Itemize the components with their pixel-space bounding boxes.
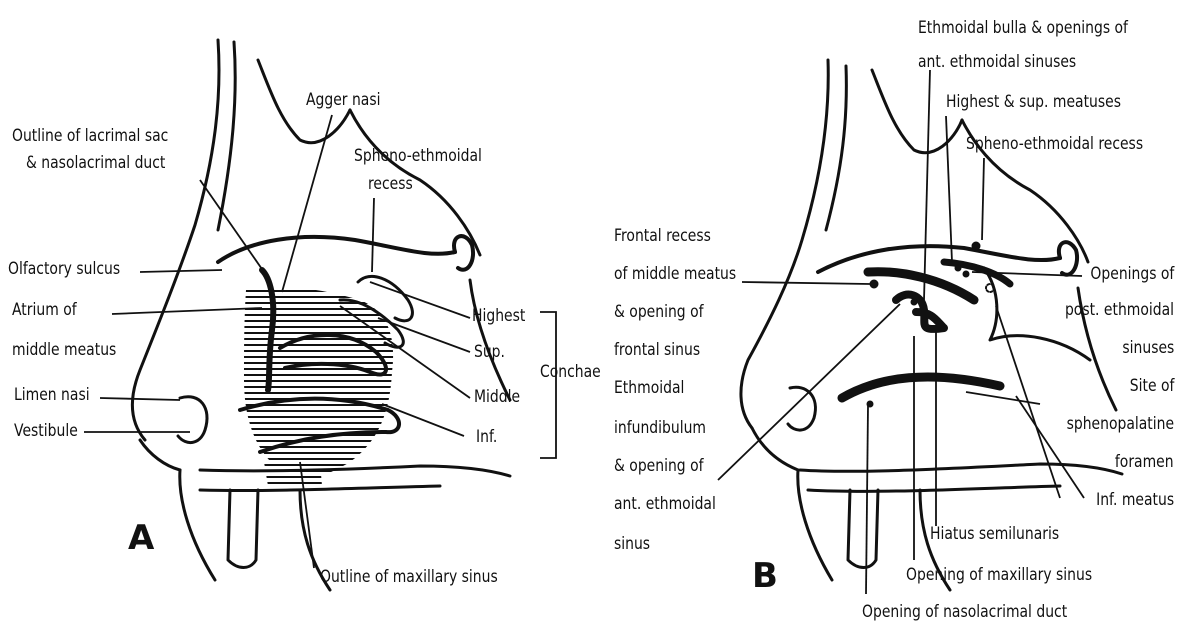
label-hiatus-semilunaris: Hiatus semilunaris	[930, 524, 1059, 545]
label-inf-meatus: Inf. meatus	[1096, 490, 1174, 511]
label-limen-nasi: Limen nasi	[14, 385, 90, 406]
label-olfactory-sulcus: Olfactory sulcus	[8, 259, 120, 280]
label-spheno-ethmoidal-recess: Spheno-ethmoidal recess	[966, 134, 1143, 155]
label-post-ethmoidal-line2: post. ethmoidal	[1065, 300, 1174, 321]
label-sphenopalatine-line1: Site of	[1129, 376, 1174, 397]
label-spheno-ethmoidal-line2: recess	[368, 174, 413, 195]
label-opening-nasolacrimal-duct: Opening of nasolacrimal duct	[862, 602, 1067, 623]
label-opening-maxillary-sinus: Opening of maxillary sinus	[906, 565, 1092, 586]
label-ethmoidal-bulla-line1: Ethmoidal bulla & openings of	[918, 18, 1128, 39]
label-frontal-recess-line2: of middle meatus	[614, 264, 736, 285]
label-post-ethmoidal-line3: sinuses	[1122, 338, 1174, 359]
label-infundibulum-line1: Ethmoidal	[614, 378, 684, 399]
label-sphenopalatine-line3: foramen	[1115, 452, 1174, 473]
label-maxillary-sinus-outline: Outline of maxillary sinus	[320, 567, 498, 588]
label-post-ethmoidal-line1: Openings of	[1090, 264, 1174, 285]
label-infundibulum-line4: ant. ethmoidal	[614, 494, 716, 515]
panel-b-letter: B	[752, 556, 778, 596]
label-lacrimal-line2: & nasolacrimal duct	[26, 153, 165, 174]
label-atrium-line1: Atrium of	[12, 300, 77, 321]
label-conchae: Conchae	[540, 362, 601, 383]
label-frontal-recess-line1: Frontal recess	[614, 226, 711, 247]
label-concha-sup: Sup.	[474, 342, 505, 363]
label-sphenopalatine-line2: sphenopalatine	[1067, 414, 1174, 435]
label-spheno-ethmoidal-line1: Spheno-ethmoidal	[354, 146, 482, 167]
label-ethmoidal-bulla-line2: ant. ethmoidal sinuses	[918, 52, 1076, 73]
label-highest-sup-meatuses: Highest & sup. meatuses	[946, 92, 1121, 113]
label-concha-inf: Inf.	[476, 427, 497, 448]
label-infundibulum-line5: sinus	[614, 534, 650, 555]
label-agger-nasi: Agger nasi	[306, 90, 380, 111]
label-infundibulum-line3: & opening of	[614, 456, 704, 477]
panel-a-drawing	[132, 40, 510, 590]
label-atrium-line2: middle meatus	[12, 340, 116, 361]
label-concha-highest: Highest	[472, 306, 525, 327]
label-frontal-recess-line3: & opening of	[614, 302, 704, 323]
label-lacrimal-line1: Outline of lacrimal sac	[12, 126, 168, 147]
label-vestibule: Vestibule	[14, 421, 78, 442]
label-infundibulum-line2: infundibulum	[614, 418, 706, 439]
label-frontal-recess-line4: frontal sinus	[614, 340, 700, 361]
label-concha-middle: Middle	[474, 387, 520, 408]
panel-a-letter: A	[128, 518, 154, 558]
